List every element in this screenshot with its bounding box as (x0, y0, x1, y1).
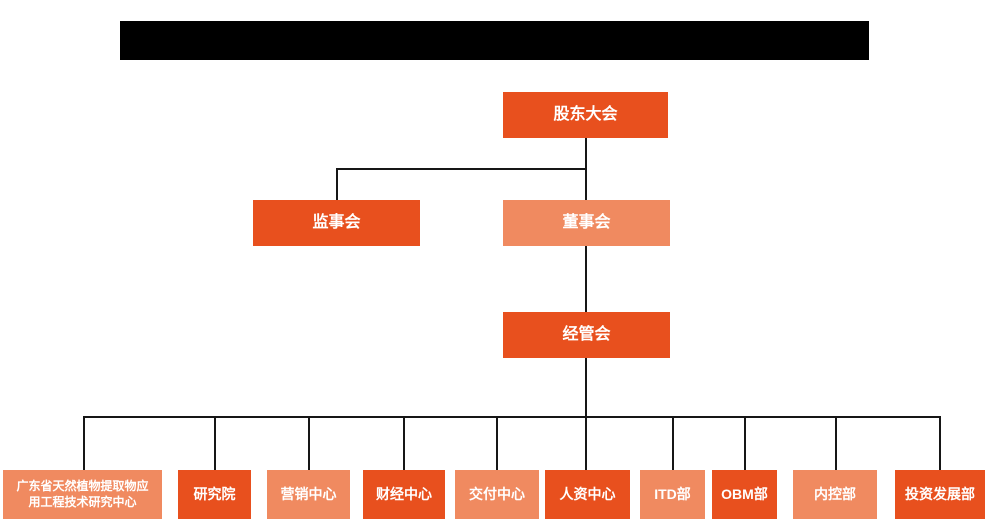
org-node-dept-investment-development: 投资发展部 (895, 470, 985, 519)
connector-drop-10 (939, 416, 941, 470)
org-node-dept-hr-center: 人资中心 (545, 470, 630, 519)
org-node-dept-obm: OBM部 (712, 470, 777, 519)
org-node-dept-internal-control: 内控部 (793, 470, 877, 519)
connector-management-to-bus (585, 358, 587, 470)
org-node-board-of-directors: 董事会 (503, 200, 670, 246)
redacted-title-bar (120, 21, 869, 60)
org-node-supervisory-board: 监事会 (253, 200, 420, 246)
org-node-dept-itd: ITD部 (640, 470, 705, 519)
org-node-dept-research-institute: 研究院 (178, 470, 251, 519)
connector-board-to-management (585, 246, 587, 312)
org-node-shareholders-meeting: 股东大会 (503, 92, 668, 138)
connector-drop-9 (835, 416, 837, 470)
org-node-dept-finance-center: 财经中心 (363, 470, 445, 519)
connector-to-supervisory (336, 168, 338, 200)
connector-drop-2 (214, 416, 216, 470)
org-node-dept-delivery-center: 交付中心 (455, 470, 539, 519)
connector-branch-horizontal (336, 168, 587, 170)
connector-bus-horizontal (83, 416, 941, 418)
org-node-dept-marketing-center: 营销中心 (267, 470, 350, 519)
org-node-management-committee: 经管会 (503, 312, 670, 358)
org-node-dept-research-center: 广东省天然植物提取物应 用工程技术研究中心 (3, 470, 162, 519)
connector-drop-1 (83, 416, 85, 470)
connector-drop-5 (496, 416, 498, 470)
connector-drop-8 (744, 416, 746, 470)
connector-drop-7 (672, 416, 674, 470)
connector-drop-3 (308, 416, 310, 470)
connector-drop-4 (403, 416, 405, 470)
